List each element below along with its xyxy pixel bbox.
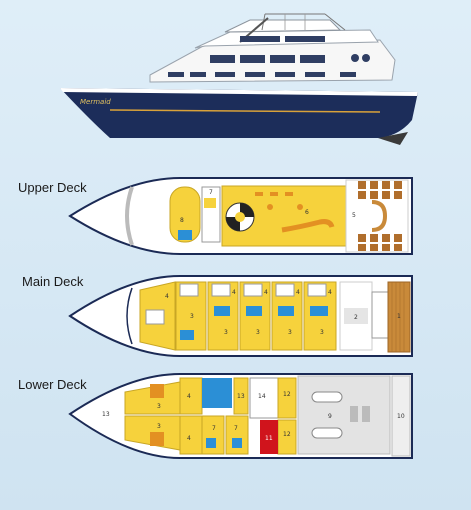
svg-text:11: 11: [265, 435, 273, 442]
svg-text:3: 3: [288, 329, 292, 336]
upper-deck-label: Upper Deck: [18, 180, 87, 195]
svg-text:12: 12: [283, 431, 291, 438]
svg-text:12: 12: [283, 391, 291, 398]
svg-text:13: 13: [102, 411, 110, 418]
svg-text:5: 5: [352, 212, 356, 219]
upper-deck-chairs: [358, 181, 402, 251]
svg-text:4: 4: [187, 393, 191, 400]
svg-text:3: 3: [190, 313, 194, 320]
main-deck-plan: 4 3 4 3 4 3 4 3 4 3: [68, 275, 413, 357]
yacht-illustration: Mermaid: [60, 13, 418, 145]
svg-text:6: 6: [305, 209, 309, 216]
svg-text:7: 7: [209, 189, 213, 196]
lower-room-10: [391, 375, 411, 457]
upper-room-8: [169, 186, 201, 243]
upper-deck-plan: 8 7 6 5: [68, 177, 413, 255]
svg-text:3: 3: [157, 403, 161, 410]
lower-deck-label: Lower Deck: [18, 377, 87, 392]
svg-text:7: 7: [212, 425, 216, 432]
svg-text:9: 9: [328, 413, 332, 420]
lower-room-11: [260, 420, 278, 454]
lower-room-14: [249, 377, 279, 419]
main-room-1: [387, 281, 411, 353]
svg-text:4: 4: [328, 289, 332, 296]
yacht-hull: [60, 88, 418, 145]
svg-text:14: 14: [258, 393, 266, 400]
boat-name: Mermaid: [80, 98, 111, 106]
svg-text:3: 3: [320, 329, 324, 336]
svg-text:13: 13: [237, 393, 245, 400]
svg-text:7: 7: [234, 425, 238, 432]
svg-text:4: 4: [264, 289, 268, 296]
svg-text:3: 3: [157, 423, 161, 430]
lower-room-9: [297, 375, 391, 455]
svg-text:1: 1: [397, 313, 401, 320]
svg-text:10: 10: [397, 413, 405, 420]
svg-text:4: 4: [165, 293, 169, 300]
svg-text:4: 4: [187, 435, 191, 442]
svg-text:4: 4: [296, 289, 300, 296]
main-deck-label: Main Deck: [22, 274, 84, 289]
yacht-superstructure: [149, 13, 396, 83]
main-cabins: 4 3 4 3 4 3 4 3 4 3: [165, 281, 337, 351]
svg-text:4: 4: [232, 289, 236, 296]
svg-text:3: 3: [256, 329, 260, 336]
svg-text:2: 2: [354, 314, 358, 321]
svg-text:3: 3: [224, 329, 228, 336]
lower-deck-plan: 13 3 3 4 4 7 7 13 14 12 12 11: [68, 373, 413, 459]
svg-text:8: 8: [180, 217, 184, 224]
